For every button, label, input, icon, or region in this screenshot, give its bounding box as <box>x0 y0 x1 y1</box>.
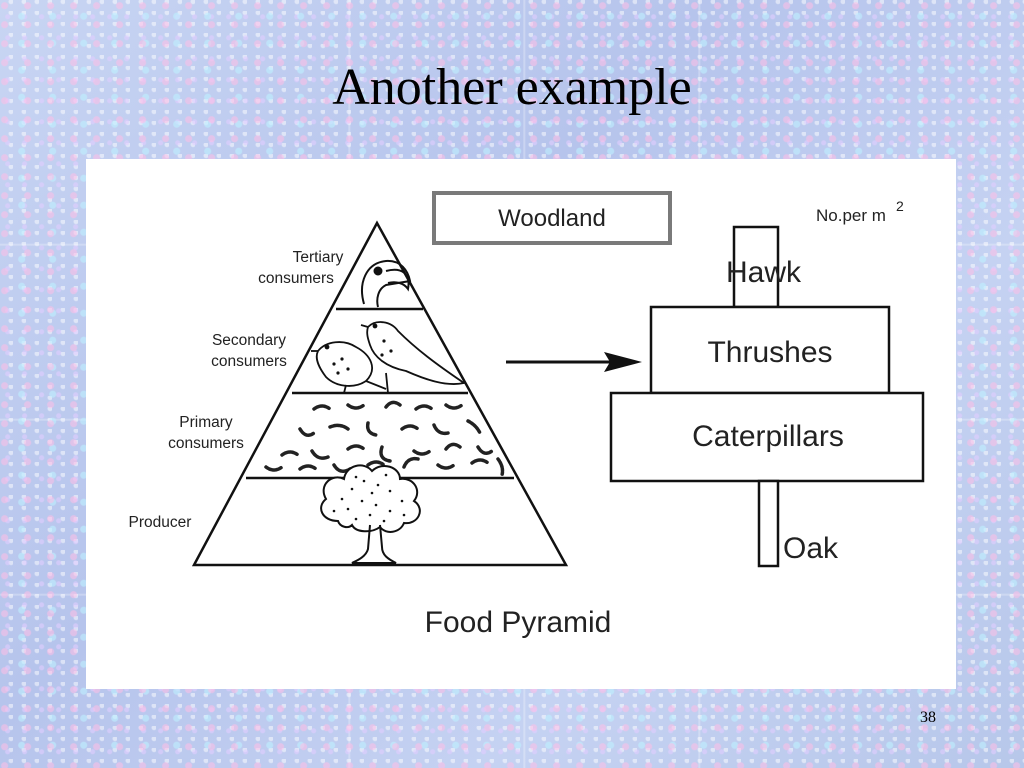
bar-thrushes <box>649 305 891 395</box>
level-label-primary-line1: Primary <box>179 414 233 431</box>
slide-number: 38 <box>920 709 936 726</box>
level-label-primary-line2: consumers <box>168 435 244 452</box>
bar-caterpillars <box>609 391 925 483</box>
tree-illustration <box>320 464 421 564</box>
woodland-badge-text: Woodland <box>498 205 606 232</box>
level-label-secondary-line2: consumers <box>211 353 287 370</box>
food-pyramid-diagram: Woodland <box>129 191 925 639</box>
slide-title: Another example <box>332 59 692 116</box>
bar-label-caterpillars: Caterpillars <box>692 420 844 453</box>
caterpillars-illustration <box>264 400 505 477</box>
numbers-pyramid <box>609 225 925 568</box>
bar-oak <box>757 479 780 568</box>
thrushes-illustration <box>311 321 467 394</box>
level-label-tertiary-line2: consumers <box>258 270 334 287</box>
level-label-secondary-line1: Secondary <box>212 332 286 349</box>
pyramid-outline <box>191 220 569 567</box>
bar-label-oak: Oak <box>783 532 839 565</box>
arrow <box>506 352 642 372</box>
diagram-panel: Woodland <box>86 159 956 689</box>
level-label-producer: Producer <box>129 514 192 531</box>
diagram-caption: Food Pyramid <box>425 606 612 639</box>
hawk-illustration <box>361 259 412 308</box>
unit-label: No.per m <box>816 206 886 225</box>
bar-label-hawk: Hawk <box>726 256 802 289</box>
level-label-tertiary-line1: Tertiary <box>293 249 344 266</box>
unit-label-superscript: 2 <box>896 198 904 214</box>
bar-hawk <box>732 225 780 309</box>
woodland-badge <box>432 191 672 245</box>
bar-label-thrushes: Thrushes <box>707 336 832 369</box>
